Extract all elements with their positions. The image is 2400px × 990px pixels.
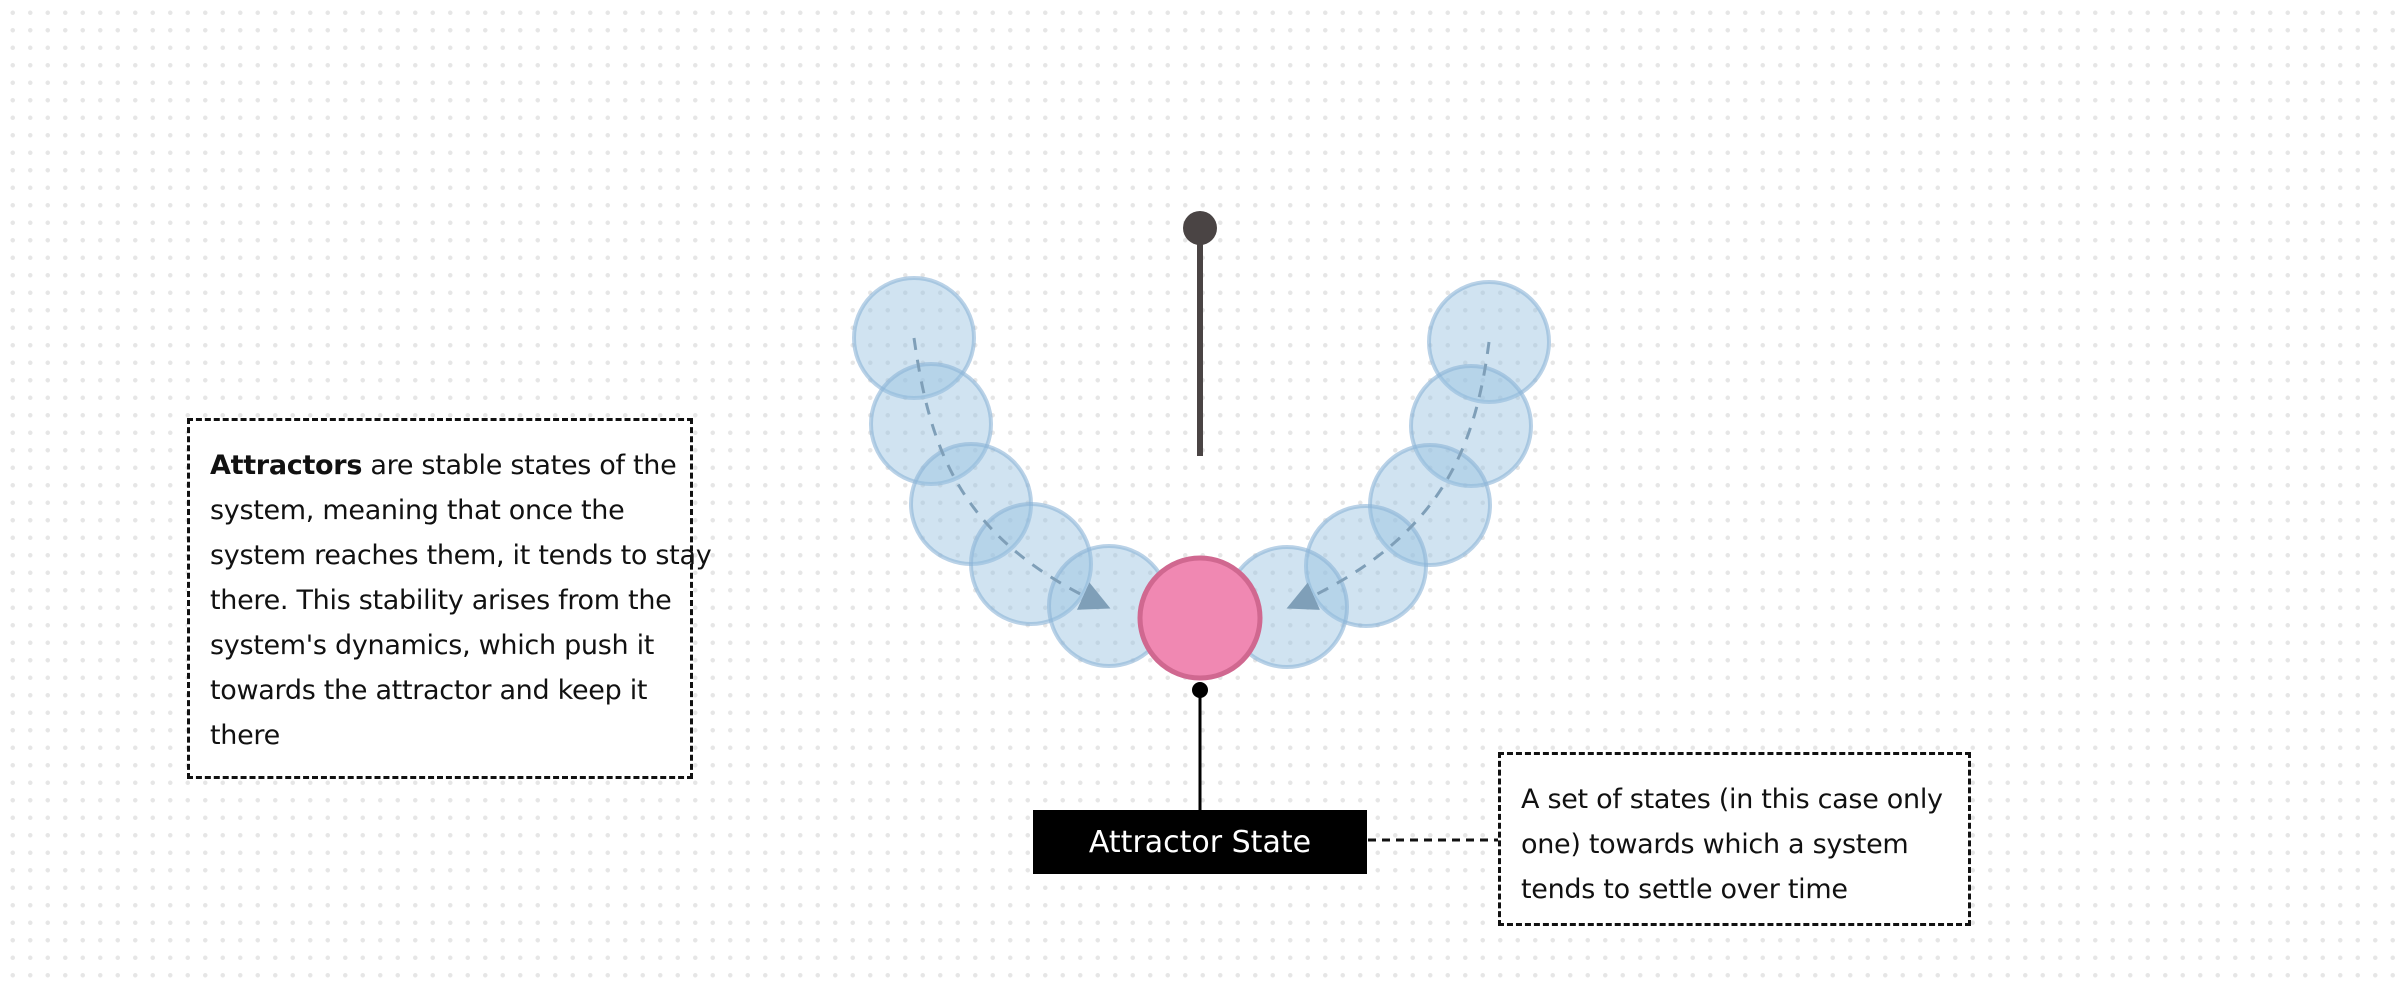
attractor-definition-note: A set of states (in this case only one) …: [1498, 752, 1971, 926]
state-circle-left-4: [969, 502, 1093, 626]
connector-dot: [1192, 682, 1208, 698]
note-line: system, meaning that once the: [210, 495, 625, 526]
note-line: there: [210, 720, 280, 751]
attractors-note: Attractors are stable states of the syst…: [187, 418, 712, 779]
attractor-circle: [1137, 555, 1263, 681]
note-line: system's dynamics, which push it: [210, 630, 655, 661]
state-circle-left-2: [869, 362, 993, 486]
note-line: Attractors are stable states of the: [210, 443, 690, 488]
note-bold-term: Attractors: [210, 450, 363, 481]
note-line: A set of states (in this case only: [1521, 784, 1943, 815]
trajectory-arrow-right: [1286, 341, 1491, 610]
note-line: there. This stability arises from the: [210, 585, 672, 616]
note-line: towards the attractor and keep it: [210, 675, 648, 706]
pivot-dot: [1183, 211, 1217, 245]
note-line: one) towards which a system: [1521, 829, 1909, 860]
note-text: are stable states of the: [362, 450, 677, 481]
attractor-state-label: Attractor State: [1033, 810, 1367, 874]
note-line: tends to settle over time: [1521, 874, 1848, 905]
note-line: system reaches them, it tends to stay: [210, 540, 712, 571]
trajectory-arrow-left: [912, 337, 1111, 610]
state-circle-right-2: [1409, 364, 1533, 488]
